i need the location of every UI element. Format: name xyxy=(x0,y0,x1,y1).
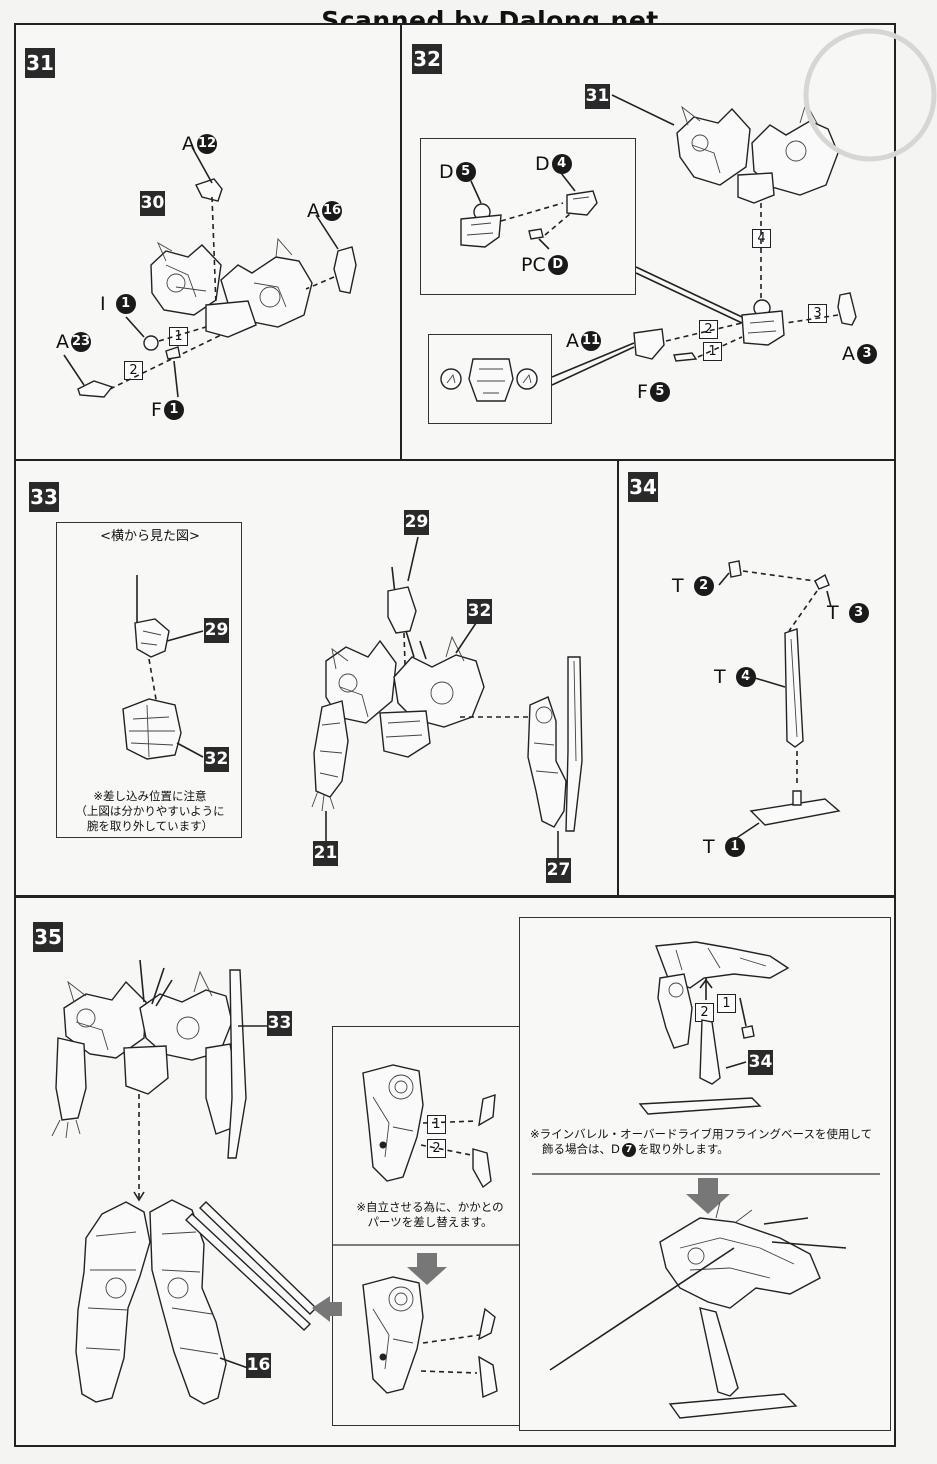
part-letter: D xyxy=(439,161,454,183)
part-number: 3 xyxy=(848,603,869,623)
order-box-2: 2 xyxy=(699,320,718,339)
step-number: 35 xyxy=(33,922,63,952)
inset-illustration xyxy=(460,172,598,250)
order-box-2: 2 xyxy=(695,1003,714,1022)
order-box-4: 4 xyxy=(752,229,771,248)
part-number: D xyxy=(547,255,568,275)
part-letter: T xyxy=(714,666,726,688)
ref-upper-33: 33 xyxy=(267,1011,292,1036)
part-label-t3: T 3 xyxy=(827,602,869,624)
heel-note-line-1: ※自立させる為に、かかとの xyxy=(356,1200,504,1214)
part-number: 2 xyxy=(693,576,714,596)
part-label-t4: T 4 xyxy=(714,666,756,688)
part-letter: T xyxy=(827,602,839,624)
step-number: 34 xyxy=(628,472,658,502)
part-letter: F xyxy=(637,381,648,403)
part-number: 3 xyxy=(857,344,877,364)
part-number: 11 xyxy=(581,331,601,351)
part-number: 23 xyxy=(71,332,91,352)
ref-legs-16: 16 xyxy=(246,1353,271,1378)
part-label-i1: I 1 xyxy=(100,293,136,315)
part-number: 4 xyxy=(735,667,756,687)
part-number: 12 xyxy=(197,134,217,154)
step-number: 32 xyxy=(412,44,442,74)
inset-title: <横から見た図> xyxy=(100,529,200,544)
part-label-t2: T 2 xyxy=(672,575,714,597)
part-number: 5 xyxy=(649,382,670,402)
inset-note-line-1: ※差し込み位置に注意 xyxy=(93,789,207,803)
ref-assembly-31: 31 xyxy=(585,84,610,109)
inset-heel-swap: 1 2 ※自立させる為に、かかとの パーツを差し替えます。 xyxy=(332,1026,527,1426)
order-box-1: 1 xyxy=(703,342,722,361)
stand-note-part-number: 7 xyxy=(621,1142,636,1157)
step-number: 31 xyxy=(25,48,55,78)
inset-note-line-2: （上図は分かりやすいように xyxy=(75,804,225,818)
part-number: 4 xyxy=(551,154,572,174)
inset-flying-base: 1 2 34 ※ラインバレル・オーバードライブ用フライングベースを使用して 飾る… xyxy=(519,917,891,1431)
step-35-panel: 35 33 16 1 2 ※自立させる為に、かかとの パーツを差し替えます。 xyxy=(14,896,896,1447)
inset-illustration xyxy=(122,575,204,760)
order-box-2: 2 xyxy=(427,1139,446,1158)
part-letter: PC xyxy=(521,254,546,276)
part-letter: A xyxy=(182,133,195,155)
ref-arm-27: 27 xyxy=(546,858,571,883)
inset-note-line-3: 腕を取り外しています） xyxy=(86,819,214,833)
inset-mask-illustration xyxy=(440,358,538,402)
step-35-illustration xyxy=(51,959,342,1405)
part-letter: I xyxy=(100,293,106,315)
order-box-1: 1 xyxy=(169,327,188,346)
ref-32: 32 xyxy=(204,747,229,772)
step-number: 33 xyxy=(29,482,59,512)
part-letter: A xyxy=(842,343,855,365)
ref-stand-34: 34 xyxy=(748,1050,773,1075)
stand-note-line-1: ※ラインバレル・オーバードライブ用フライングベースを使用して xyxy=(530,1127,873,1141)
order-box-3: 3 xyxy=(808,304,827,323)
step-33-panel: 33 <横から見た図> 29 32 ※差し込み位置に注意 （上図は分かりやすいよ… xyxy=(14,459,619,897)
stand-note-suffix: を取り外します。 xyxy=(637,1142,729,1156)
step-32-illustration xyxy=(551,28,937,386)
ref-arm-21: 21 xyxy=(313,841,338,866)
part-letter: A xyxy=(56,331,69,353)
step-34-illustration xyxy=(718,560,841,844)
inset-side-view: <横から見た図> 29 32 ※差し込み位置に注意 （上図は分かりやすいように … xyxy=(56,522,242,838)
part-number: 1 xyxy=(115,294,136,314)
inset-illustration xyxy=(532,941,880,1419)
inset-illustration xyxy=(333,1064,527,1399)
heel-note-line-2: パーツを差し替えます。 xyxy=(367,1215,493,1229)
part-number: 5 xyxy=(455,162,476,182)
ref-head-29: 29 xyxy=(404,510,429,535)
part-letter: D xyxy=(535,153,550,175)
step-33-illustration xyxy=(311,536,583,859)
part-letter: T xyxy=(703,836,715,858)
ref-assembly-30: 30 xyxy=(140,191,165,216)
part-number: 1 xyxy=(163,400,184,420)
part-letter: F xyxy=(151,399,162,421)
part-letter: A xyxy=(566,330,579,352)
inset-mask-view xyxy=(428,334,552,424)
part-number: 16 xyxy=(322,201,342,221)
order-box-1: 1 xyxy=(717,994,736,1013)
ref-body-32: 32 xyxy=(467,599,492,624)
step-31-illustration xyxy=(63,146,357,398)
step-34-panel: 34 T 2 T 3 T 4 T 1 xyxy=(617,459,896,897)
stand-note-prefix: 飾る場合は、D xyxy=(542,1142,620,1156)
part-letter: T xyxy=(672,575,684,597)
order-box-1: 1 xyxy=(427,1115,446,1134)
ref-29: 29 xyxy=(204,618,229,643)
